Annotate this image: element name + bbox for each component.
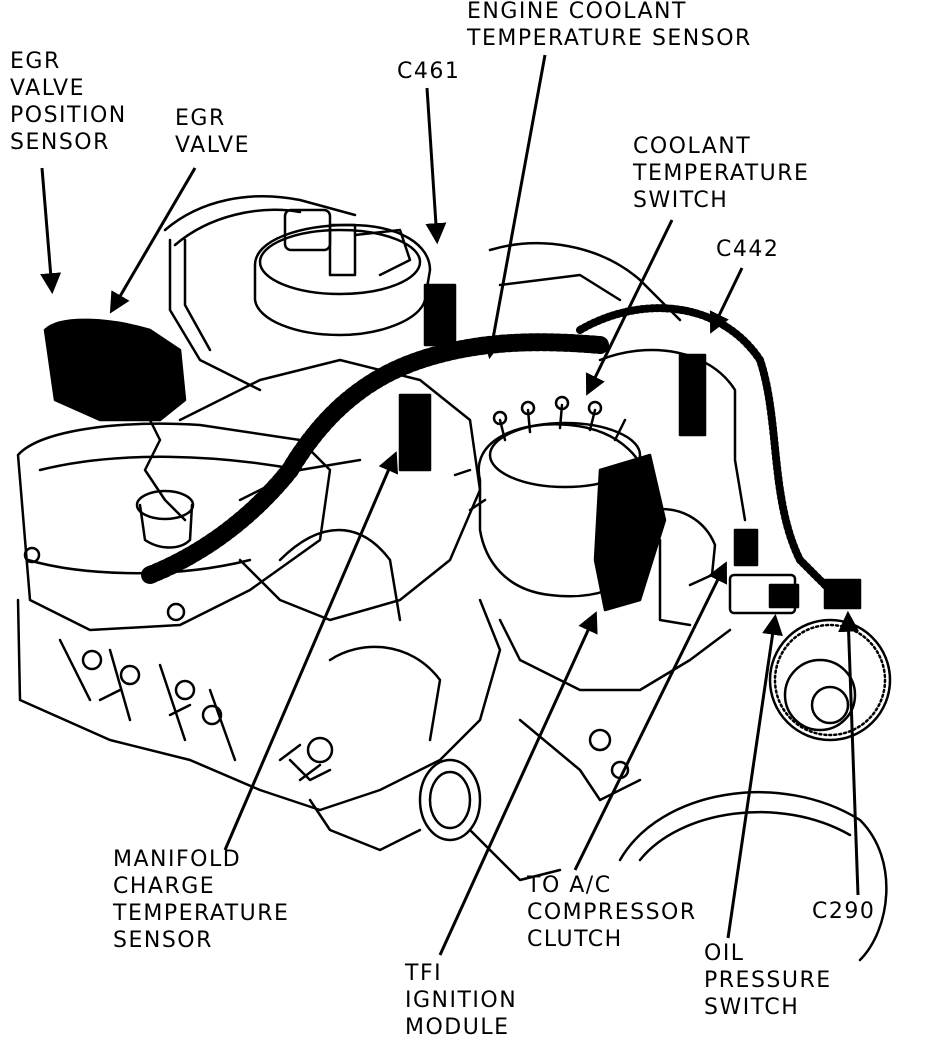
label-egr-valve: EGR VALVE	[175, 106, 250, 158]
crank-pulley	[768, 618, 892, 742]
label-manifold-charge-temperature-sensor: MANIFOLD CHARGE TEMPERATURE SENSOR	[113, 847, 290, 953]
leader-c461	[425, 87, 447, 245]
label-oil-pressure-switch: OIL PRESSURE SWITCH	[704, 941, 832, 1020]
left-valve-cover	[16, 422, 332, 632]
leader-manifold-charge-temperature-sensor	[223, 451, 399, 851]
label-c442: C442	[716, 237, 780, 262]
label-engine-coolant-temperature-sensor: ENGINE COOLANT TEMPERATURE SENSOR	[467, 0, 752, 51]
leader-c442	[709, 267, 744, 334]
c461-connector	[398, 393, 432, 472]
leader-tfi-ignition-module	[438, 611, 598, 956]
label-c290: C290	[812, 899, 876, 924]
c290-connector	[823, 578, 862, 610]
label-tfi-ignition-module: TFI IGNITION MODULE	[405, 961, 518, 1040]
leader-coolant-temperature-switch	[585, 219, 674, 396]
label-egr-valve-position-sensor: EGR VALVE POSITION SENSOR	[10, 49, 127, 155]
right-wire-loop	[576, 304, 844, 604]
lower-pulley	[618, 790, 888, 962]
label-c461: C461	[397, 59, 461, 84]
intake-manifold	[178, 358, 482, 622]
egr-valve-position-sensor-body	[43, 318, 187, 422]
label-to-ac-compressor-clutch: TO A/C COMPRESSOR CLUTCH	[527, 873, 697, 952]
leader-to-ac-compressor-clutch	[573, 561, 728, 871]
engine-block	[16, 598, 502, 812]
label-coolant-temperature-switch: COOLANT TEMPERATURE SWITCH	[633, 134, 810, 213]
leader-oil-pressure-switch	[726, 613, 783, 939]
leader-c290	[838, 610, 860, 896]
leader-egr-valve-position-sensor	[40, 167, 62, 295]
leader-engine-coolant-temperature-sensor	[482, 54, 547, 360]
leader-egr-valve	[109, 167, 197, 314]
c442-connector	[678, 353, 707, 437]
tfi-module-body	[593, 453, 667, 612]
